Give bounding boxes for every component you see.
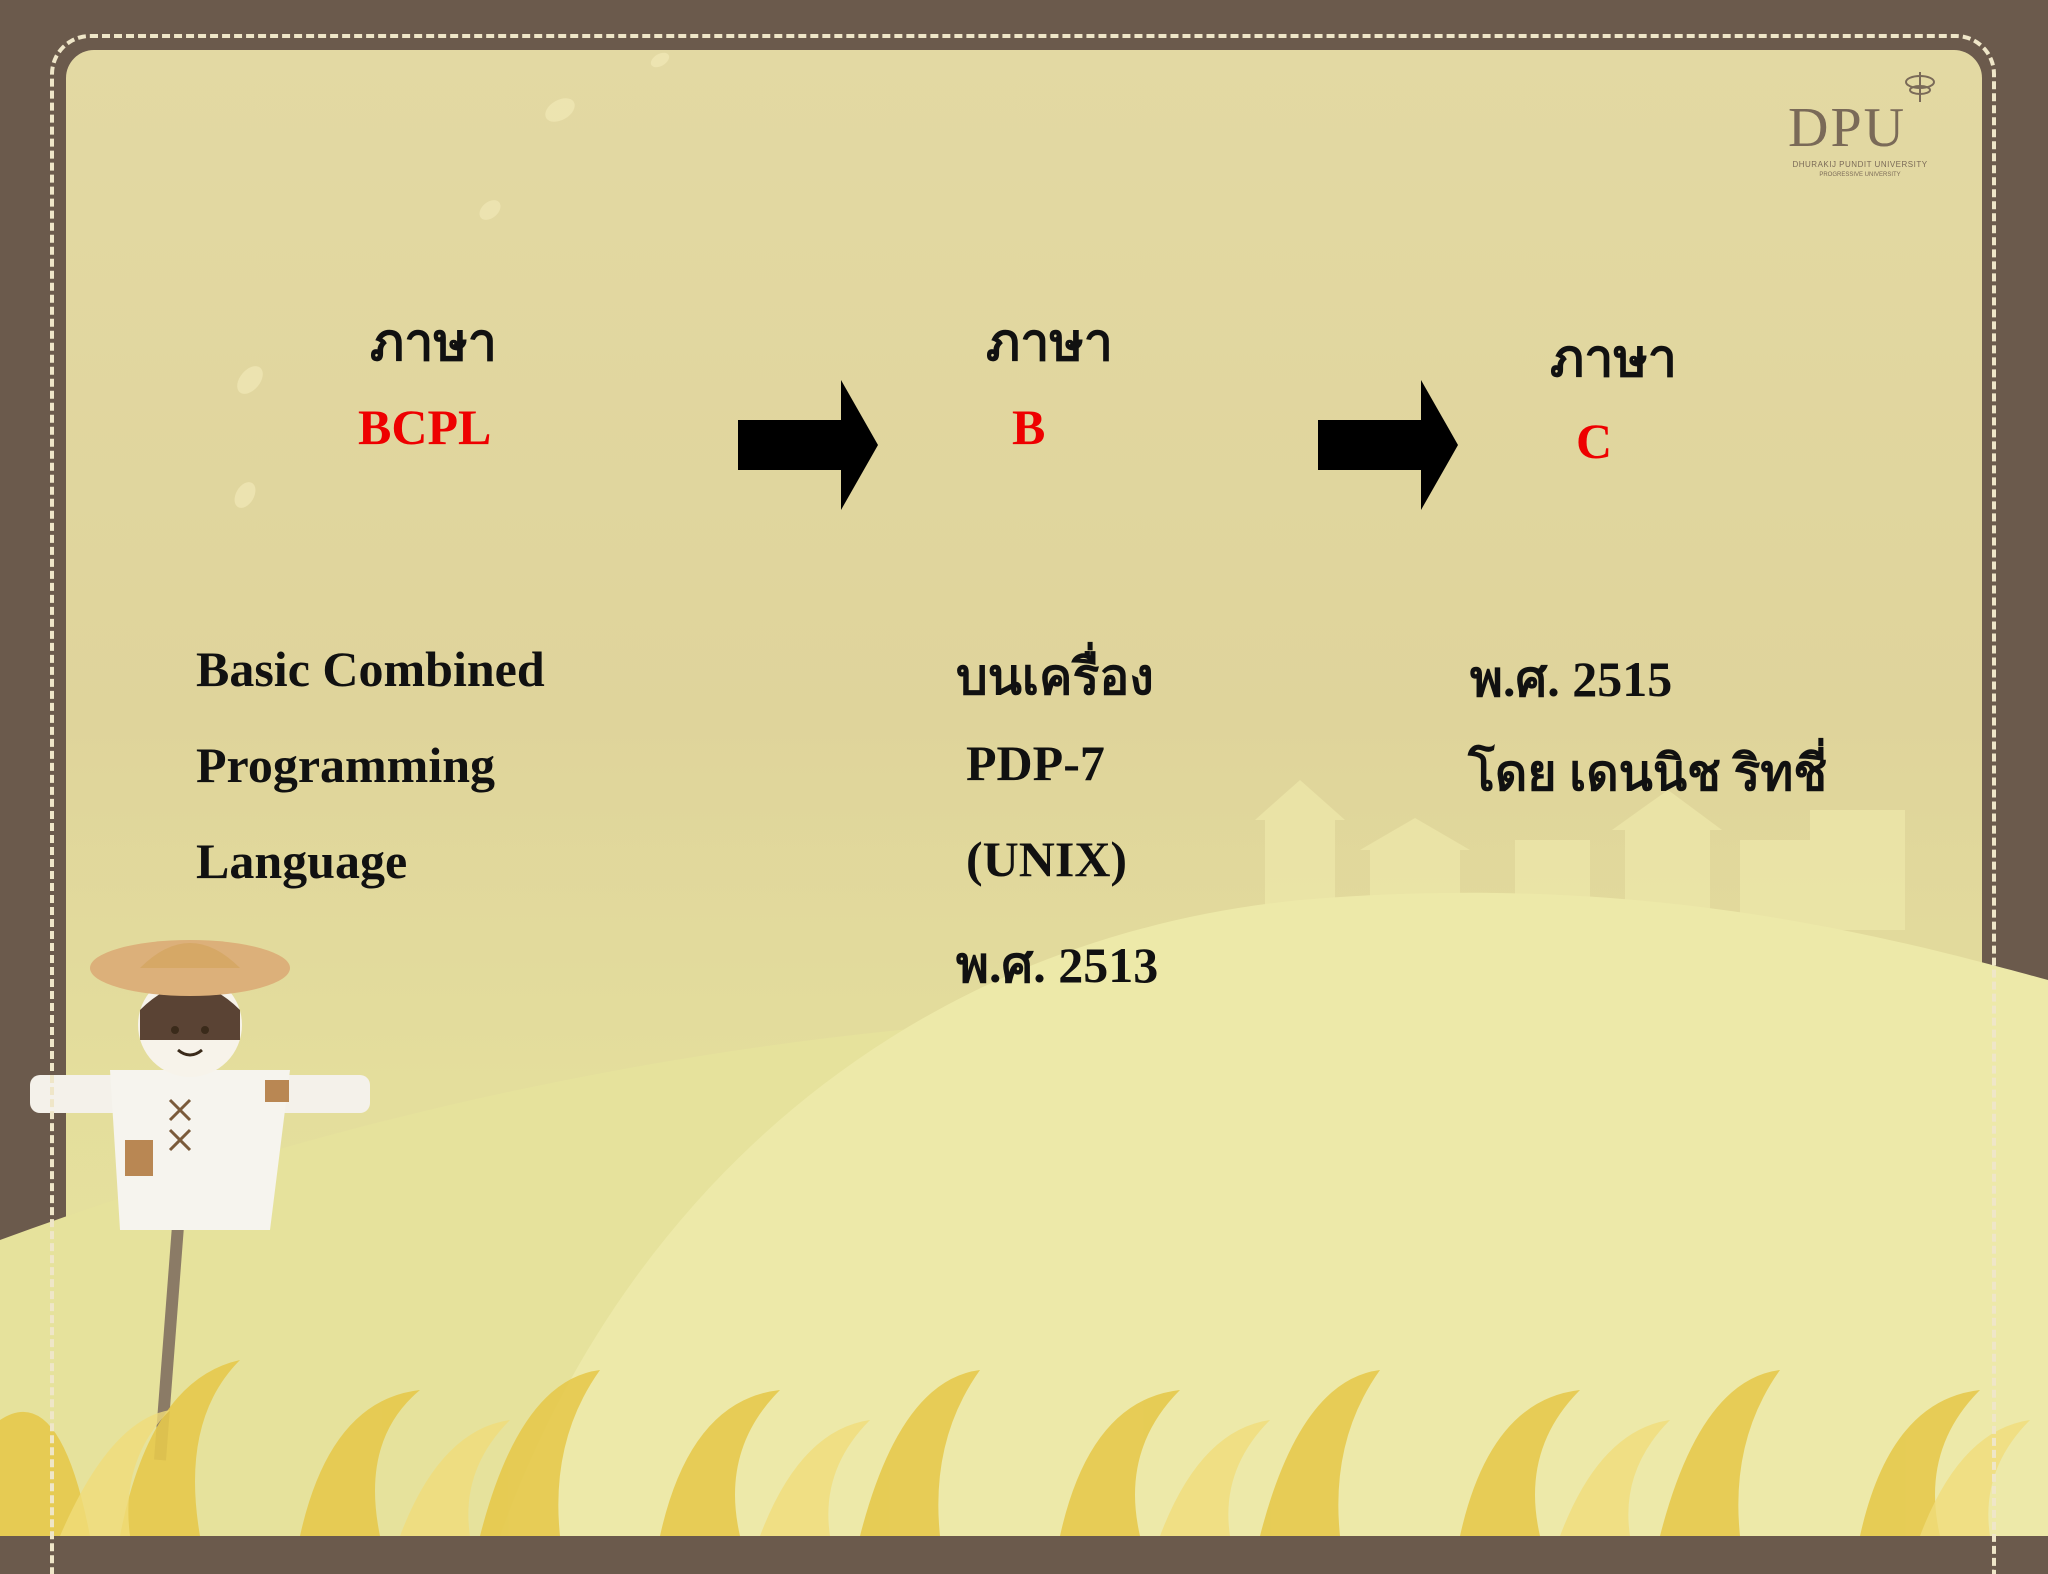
col2-language: B [1012,399,1046,455]
arrow-right-icon [1318,380,1458,510]
hill-front [500,892,2048,1536]
logo-emblem-icon [1905,72,1935,102]
leaves-illustration [234,52,670,508]
col1-language: BCPL [358,399,492,455]
col1-line-2: Programming [196,737,496,793]
scarecrow-illustration [30,940,370,1461]
col2-line-2: PDP-7 [966,735,1105,791]
logo-tagline: PROGRESSIVE UNIVERSITY [1819,172,1901,178]
col2-header: ภาษา [986,315,1113,372]
village-illustration [1255,780,1905,940]
col2-line-4: พ.ศ. 2513 [956,937,1159,993]
col2-line-3: (UNIX) [966,831,1128,887]
col3-line-1: พ.ศ. 2515 [1470,651,1673,707]
arrow-right-icon [738,380,878,510]
col3-header: ภาษา [1550,331,1677,388]
logo-text: DPU [1788,97,1907,159]
slide: DPU DHURAKIJ PUNDIT UNIVERSITY PROGRESSI… [0,34,2048,1574]
col1-line-1: Basic Combined [196,641,545,697]
col1-header: ภาษา [370,315,497,372]
background-scene [0,52,2048,1536]
grass-illustration [0,1360,1980,1536]
dpu-logo: DPU DHURAKIJ PUNDIT UNIVERSITY PROGRESSI… [1750,68,1970,198]
dashed-frame-border [50,34,1996,1574]
col1-line-3: Language [196,833,408,889]
col3-language: C [1576,413,1613,469]
logo-subtitle: DHURAKIJ PUNDIT UNIVERSITY [1792,160,1928,169]
col3-line-2: โดย เดนนิช ริทชี่ [1468,745,1828,801]
col2-line-1: บนเครื่อง [956,649,1154,705]
